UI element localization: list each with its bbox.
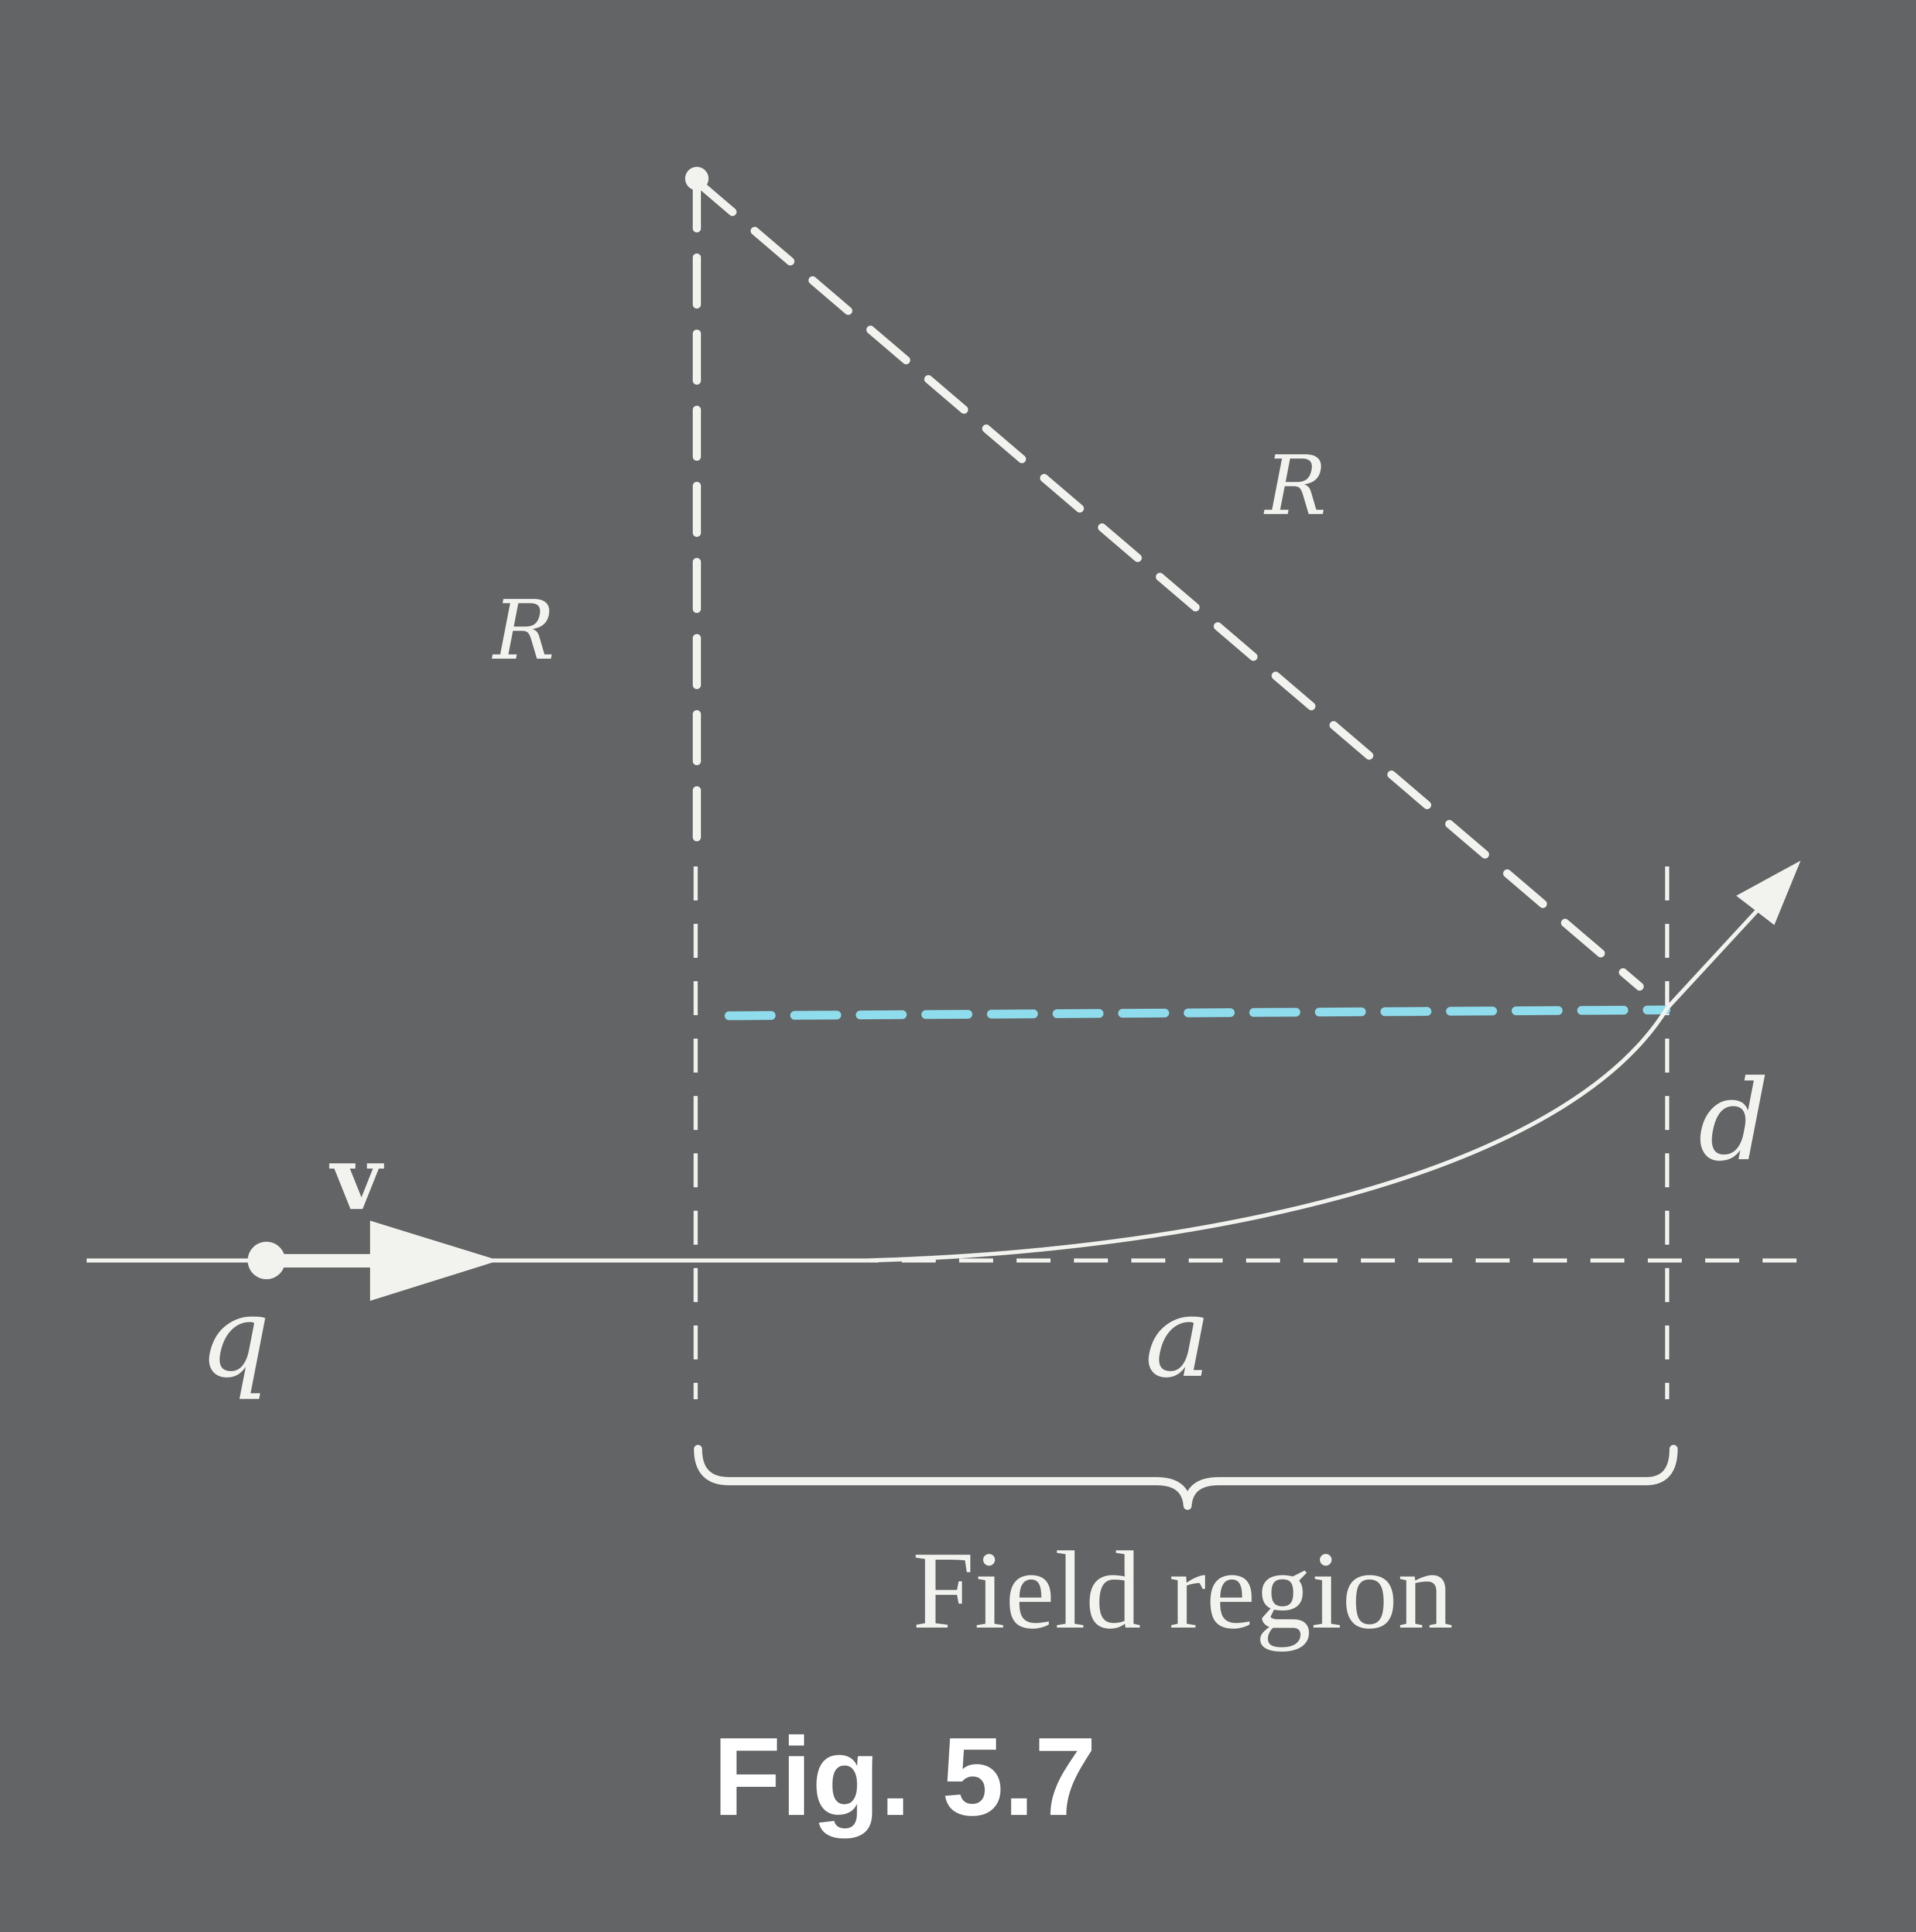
velocity-vector-arrowhead (370, 1221, 499, 1301)
label-q: q (199, 1273, 271, 1402)
label-v: v (329, 1127, 384, 1230)
velocity-vector-shaft (275, 1254, 381, 1268)
label-R-vertical: R (491, 583, 555, 679)
radius-diagonal-dashed (693, 177, 1644, 991)
exit-arrowhead (1736, 861, 1801, 925)
field-region-label: Field region (912, 1529, 1453, 1652)
center-point (685, 167, 709, 190)
label-R-diagonal: R (1263, 439, 1326, 534)
figure-caption: Fig. 5.7 (713, 1715, 1097, 1839)
charge-dot (248, 1242, 285, 1279)
field-region-brace (694, 1445, 1678, 1510)
label-d: d (1698, 1056, 1770, 1186)
label-a: a (1145, 1273, 1211, 1402)
cyan-dashed-line (724, 1005, 1671, 1020)
curved-trajectory (866, 900, 1767, 1263)
